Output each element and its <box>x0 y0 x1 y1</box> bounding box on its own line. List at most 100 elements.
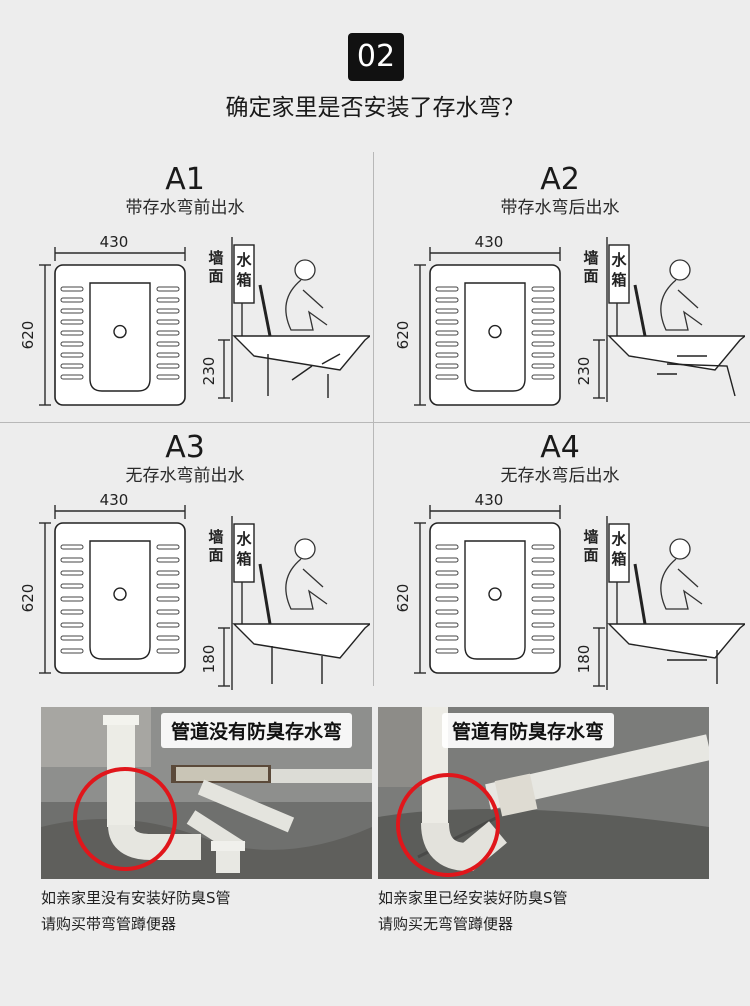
person-arm <box>677 289 699 309</box>
person-body <box>660 279 703 331</box>
grip-bar <box>156 635 180 641</box>
caption-line: 请购买无弯管蹲便器 <box>378 915 514 933</box>
wall-label-char: 墙 <box>583 249 598 267</box>
drain-hole <box>113 587 127 601</box>
water-tank <box>608 523 630 583</box>
grip-bar <box>60 570 84 576</box>
option-code: A3 <box>165 430 205 465</box>
tank-label-char: 水 <box>611 251 627 269</box>
grip-bar <box>531 286 555 292</box>
grip-bar <box>60 319 84 325</box>
width-label: 430 <box>100 491 129 509</box>
grip-bar <box>435 635 459 641</box>
grip-bar <box>435 583 459 589</box>
grip-bar <box>60 635 84 641</box>
grip-bar <box>60 557 84 563</box>
photo-caption-left: 如亲家里没有安装好防臭S管 请购买带弯管蹲便器 <box>41 885 361 937</box>
grip-bar <box>435 319 459 325</box>
photo-pipe-with-trap: 管道有防臭存水弯 <box>378 707 709 879</box>
option-code: A2 <box>540 162 580 197</box>
toilet-body <box>232 335 370 371</box>
option-subtitle: 无存水弯后出水 <box>500 466 620 486</box>
drain-hole <box>113 324 127 339</box>
grip-bar <box>435 363 459 369</box>
grip-bar <box>156 363 180 369</box>
grip-bar <box>435 341 459 347</box>
person-body <box>660 558 703 610</box>
grip-bar <box>435 374 459 380</box>
grip-bar <box>60 374 84 380</box>
grip-bar <box>531 374 555 380</box>
grip-bar <box>435 308 459 314</box>
option-code: A1 <box>165 162 205 197</box>
person-arm <box>302 568 324 588</box>
person-head <box>669 259 691 281</box>
grip-bar <box>156 609 180 615</box>
grip-bar <box>60 544 84 550</box>
person-head <box>669 538 691 560</box>
water-tank <box>233 244 255 304</box>
person-arm <box>302 289 324 309</box>
grip-bar <box>60 341 84 347</box>
grip-bar <box>531 557 555 563</box>
grip-bar <box>60 286 84 292</box>
grip-bar <box>156 583 180 589</box>
grip-bar <box>435 557 459 563</box>
grip-bar <box>531 583 555 589</box>
grip-bar <box>531 341 555 347</box>
height-label: 180 <box>575 645 593 674</box>
grip-bar <box>531 596 555 602</box>
height-label: 230 <box>200 357 218 386</box>
grip-bar <box>435 648 459 654</box>
drain-hole <box>488 324 502 339</box>
grip-bar <box>156 570 180 576</box>
person-head <box>294 538 316 560</box>
grid-divider-vertical <box>373 152 374 686</box>
tank-label-char: 箱 <box>611 550 626 568</box>
grip-bar <box>156 648 180 654</box>
grip-bar <box>156 374 180 380</box>
grip-bar <box>156 341 180 347</box>
depth-label: 620 <box>394 321 412 350</box>
water-tank <box>233 523 255 583</box>
option-subtitle: 无存水弯前出水 <box>125 466 245 486</box>
grip-bar <box>156 319 180 325</box>
grip-bar <box>60 297 84 303</box>
grip-bar <box>435 596 459 602</box>
step-badge: 02 <box>348 33 404 81</box>
option-subtitle: 带存水弯后出水 <box>500 198 620 218</box>
seat-lid <box>633 284 647 337</box>
grip-bar <box>435 297 459 303</box>
grip-bar <box>156 544 180 550</box>
caption-line: 请购买带弯管蹲便器 <box>41 915 177 933</box>
tank-label-char: 水 <box>236 530 252 548</box>
grip-bar <box>435 286 459 292</box>
flow-arrow <box>291 365 313 381</box>
pipe-photo-illustration <box>378 707 709 879</box>
grip-bar <box>156 352 180 358</box>
grip-bar <box>435 570 459 576</box>
page-title: 确定家里是否安装了存水弯？ <box>225 95 525 121</box>
grip-bar <box>60 308 84 314</box>
drain-hole <box>488 587 502 601</box>
grip-bar <box>60 648 84 654</box>
grip-bar <box>531 297 555 303</box>
toilet-body <box>607 623 745 659</box>
toilet-body <box>232 623 370 659</box>
grip-bar <box>435 544 459 550</box>
grip-bar <box>60 622 84 628</box>
width-label: 430 <box>100 233 129 251</box>
person-arm <box>677 568 699 588</box>
width-label: 430 <box>475 233 504 251</box>
wall-label-char: 面 <box>208 267 223 285</box>
depth-label: 620 <box>394 584 412 613</box>
width-label: 430 <box>475 491 504 509</box>
grip-bar <box>531 319 555 325</box>
seat-lid <box>633 563 647 625</box>
